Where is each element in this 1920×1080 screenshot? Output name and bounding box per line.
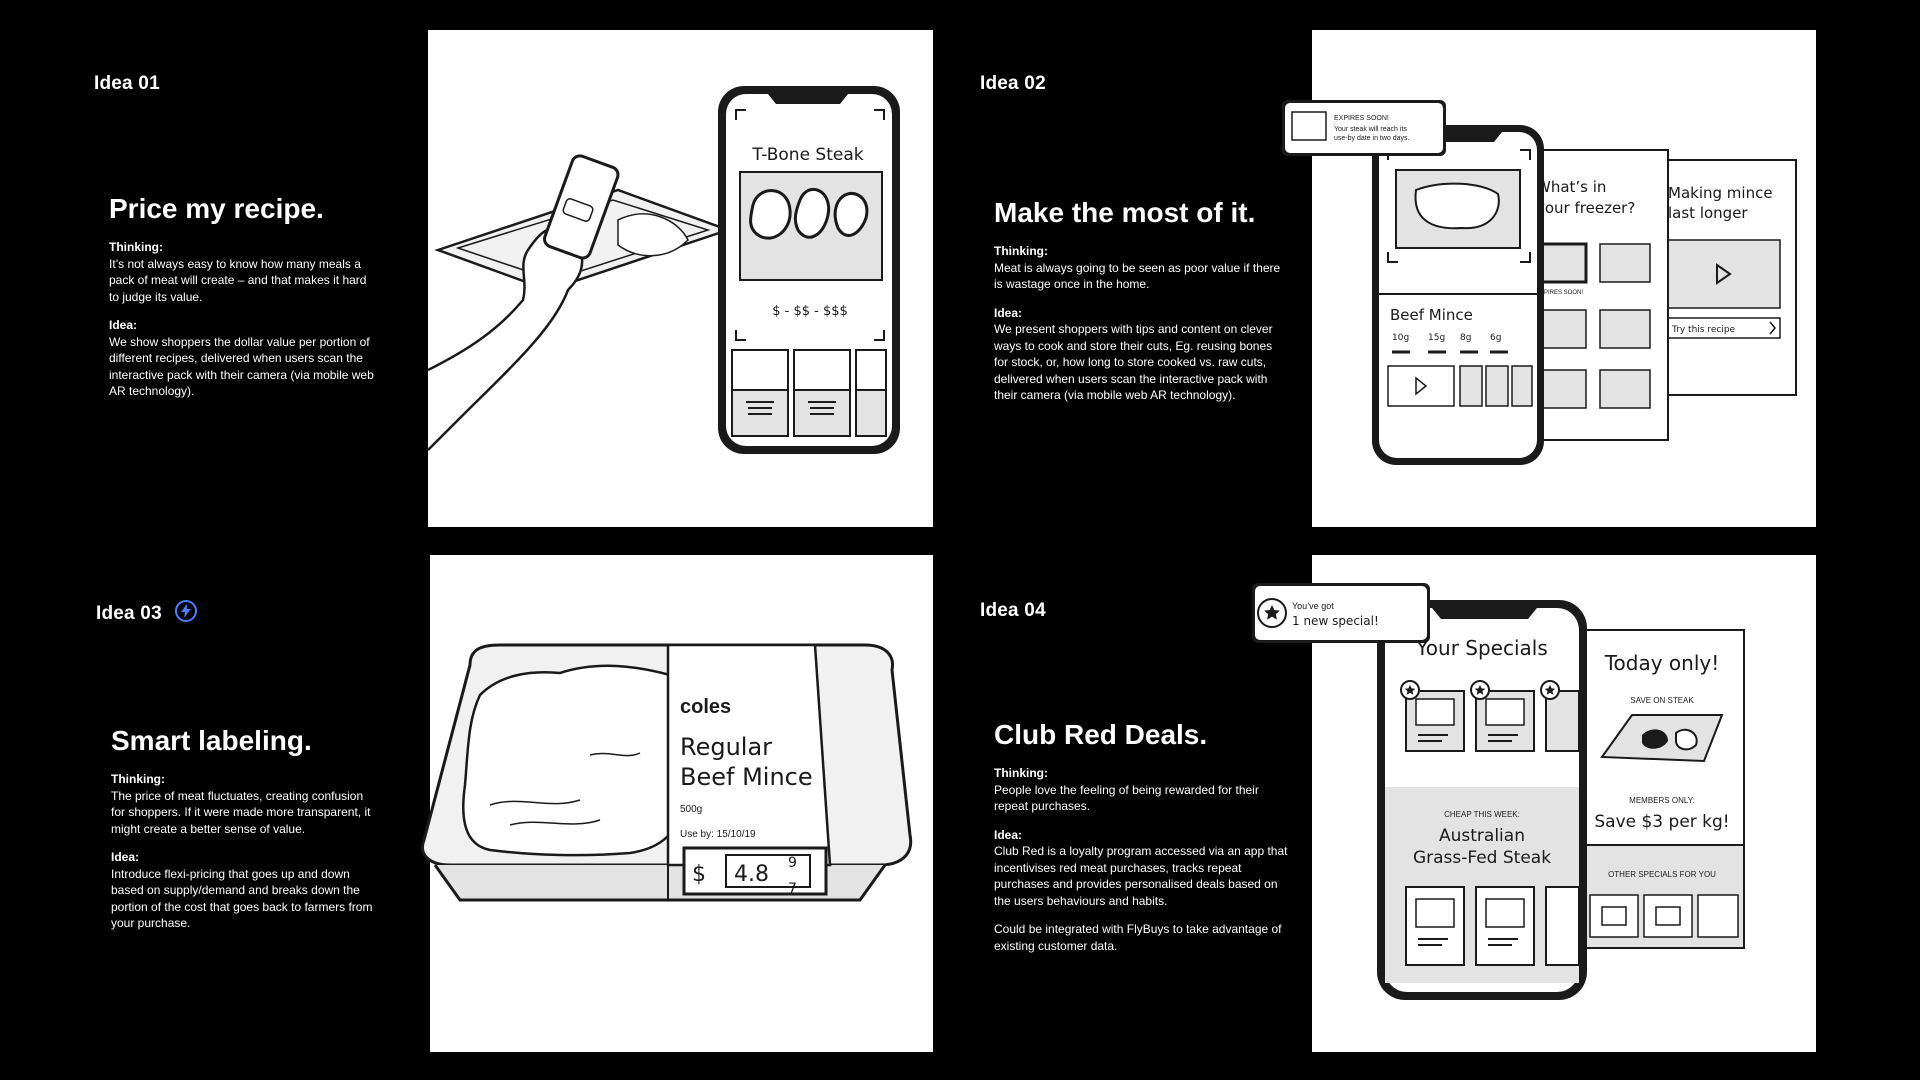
freezer-tips-sketch: Making mince last longer Try this recipe… [1282,100,1797,465]
idea-03-illustration: coles Regular Beef Mince 500g Use by: 15… [421,555,933,1052]
idea-02-label: Idea 02 [980,73,1046,94]
thinking-text: It’s not always easy to know how many me… [109,256,367,304]
expires-tag: EXPIRES SOON! [1536,290,1583,296]
idea-04-illustration: Today only! SAVE ON STEAK MEMBERS ONLY: … [1252,555,1816,1052]
notif-line-2: 1 new special! [1292,614,1379,628]
notif-line-2: use-by date in two days. [1334,135,1410,142]
weight-1: 10g [1392,333,1409,343]
today-title: Today only! [1604,651,1720,675]
product-name: Beef Mince [1390,306,1473,324]
thinking-text: The price of meat fluctuates, creating c… [111,788,371,836]
idea-01-label: Idea 01 [94,73,160,94]
price-currency: $ [692,862,706,887]
expiry-notification: EXPIRES SOON! Your steak will reach its … [1282,100,1446,156]
freezer-question-1: What’s in [1536,178,1606,196]
idea-label: Idea: [109,318,138,332]
idea-text: We show shoppers the dollar value per po… [109,334,374,399]
members-offer: Save $3 per kg! [1594,812,1729,832]
idea-label: Idea: [994,827,1023,842]
thinking-text: Meat is always going to be seen as poor … [994,260,1281,292]
idea-03-label: Idea 03 [96,600,198,625]
special-notification: You’ve got 1 new special! [1252,583,1430,643]
thinking-label: Thinking: [109,240,163,254]
product-label: coles Regular Beef Mince 500g Use by: 15… [666,643,832,900]
idea-label: Idea: [994,305,1023,320]
cheap-item-1: Australian [1439,826,1525,846]
save-on-steak-label: SAVE ON STEAK [1630,696,1694,705]
weight-3: 8g [1460,333,1471,343]
notif-line-1: You’ve got [1292,601,1334,611]
idea-01-description: Thinking: It’s not always easy to know ho… [109,239,377,412]
product-line-2: Beef Mince [680,763,813,791]
product-line-1: Regular [680,733,772,761]
use-by-date: Use by: 15/10/19 [680,829,756,840]
smart-label-sketch: coles Regular Beef Mince 500g Use by: 15… [421,643,913,902]
lightning-bolt-icon [175,600,198,622]
weight-2: 15g [1428,333,1445,343]
thinking-label: Thinking: [111,772,165,786]
thinking-label: Thinking: [994,766,1048,780]
idea-03-heading: Smart labeling. [111,725,312,756]
idea-02-description: Thinking: Meat is always going to be seen… [994,243,1284,416]
price-digit-top: 9 [788,855,797,871]
flexi-price: 4.8 [734,862,769,887]
thinking-text: People love the feeling of being rewarde… [994,782,1259,814]
product-weight: 500g [680,804,702,815]
phone-title: T-Bone Steak [751,145,863,165]
notif-line-1: Your steak will reach its [1334,126,1407,133]
idea-text: Introduce flexi-pricing that goes up and… [111,866,373,931]
weight-4: 6g [1490,333,1501,343]
idea-02-heading: Make the most of it. [994,197,1256,228]
idea-text: Club Red is a loyalty program accessed v… [994,844,1288,908]
mince-title-2: last longer [1668,204,1748,222]
extra-text: Could be integrated with FlyBuys to take… [994,922,1282,953]
thinking-label: Thinking: [994,244,1048,258]
idea-label: Idea: [111,850,140,864]
idea-03-description: Thinking: The price of meat fluctuates, c… [111,771,373,944]
other-specials-label: OTHER SPECIALS FOR YOU [1608,870,1716,879]
idea-04-description: Thinking: People love the feeling of bein… [994,765,1294,966]
price-digit-bottom: 7 [788,881,797,897]
notif-title: EXPIRES SOON! [1334,115,1389,122]
idea-03-label-text: Idea 03 [96,603,162,624]
t-bone-scan-sketch: T-Bone Steak $ - $$ - $$$ [427,86,900,454]
specials-title: Your Specials [1415,636,1548,660]
big-phone: T-Bone Steak $ - $$ - $$$ [718,86,900,454]
recipe-link: Try this recipe [1671,325,1736,335]
idea-01-heading: Price my recipe. [109,193,324,224]
star-icon [1264,605,1280,620]
cheap-item-2: Grass-Fed Steak [1413,848,1551,868]
club-red-sketch: Today only! SAVE ON STEAK MEMBERS ONLY: … [1252,583,1745,1000]
cheap-label: CHEAP THIS WEEK: [1444,810,1520,819]
members-only-label: MEMBERS ONLY: [1629,796,1695,805]
brand-logo: coles [680,696,731,718]
idea-text: We present shoppers with tips and conten… [994,322,1273,402]
idea-04-label: Idea 04 [980,600,1046,621]
idea-04-heading: Club Red Deals. [994,719,1208,750]
idea-02-illustration: Making mince last longer Try this recipe… [1282,30,1816,527]
idea-01-illustration: T-Bone Steak $ - $$ - $$$ [427,30,933,527]
small-phone [543,154,620,260]
price-scale: $ - $$ - $$$ [772,304,848,319]
mince-title-1: Making mince [1668,184,1773,202]
freezer-question-2: your freezer? [1536,199,1635,217]
